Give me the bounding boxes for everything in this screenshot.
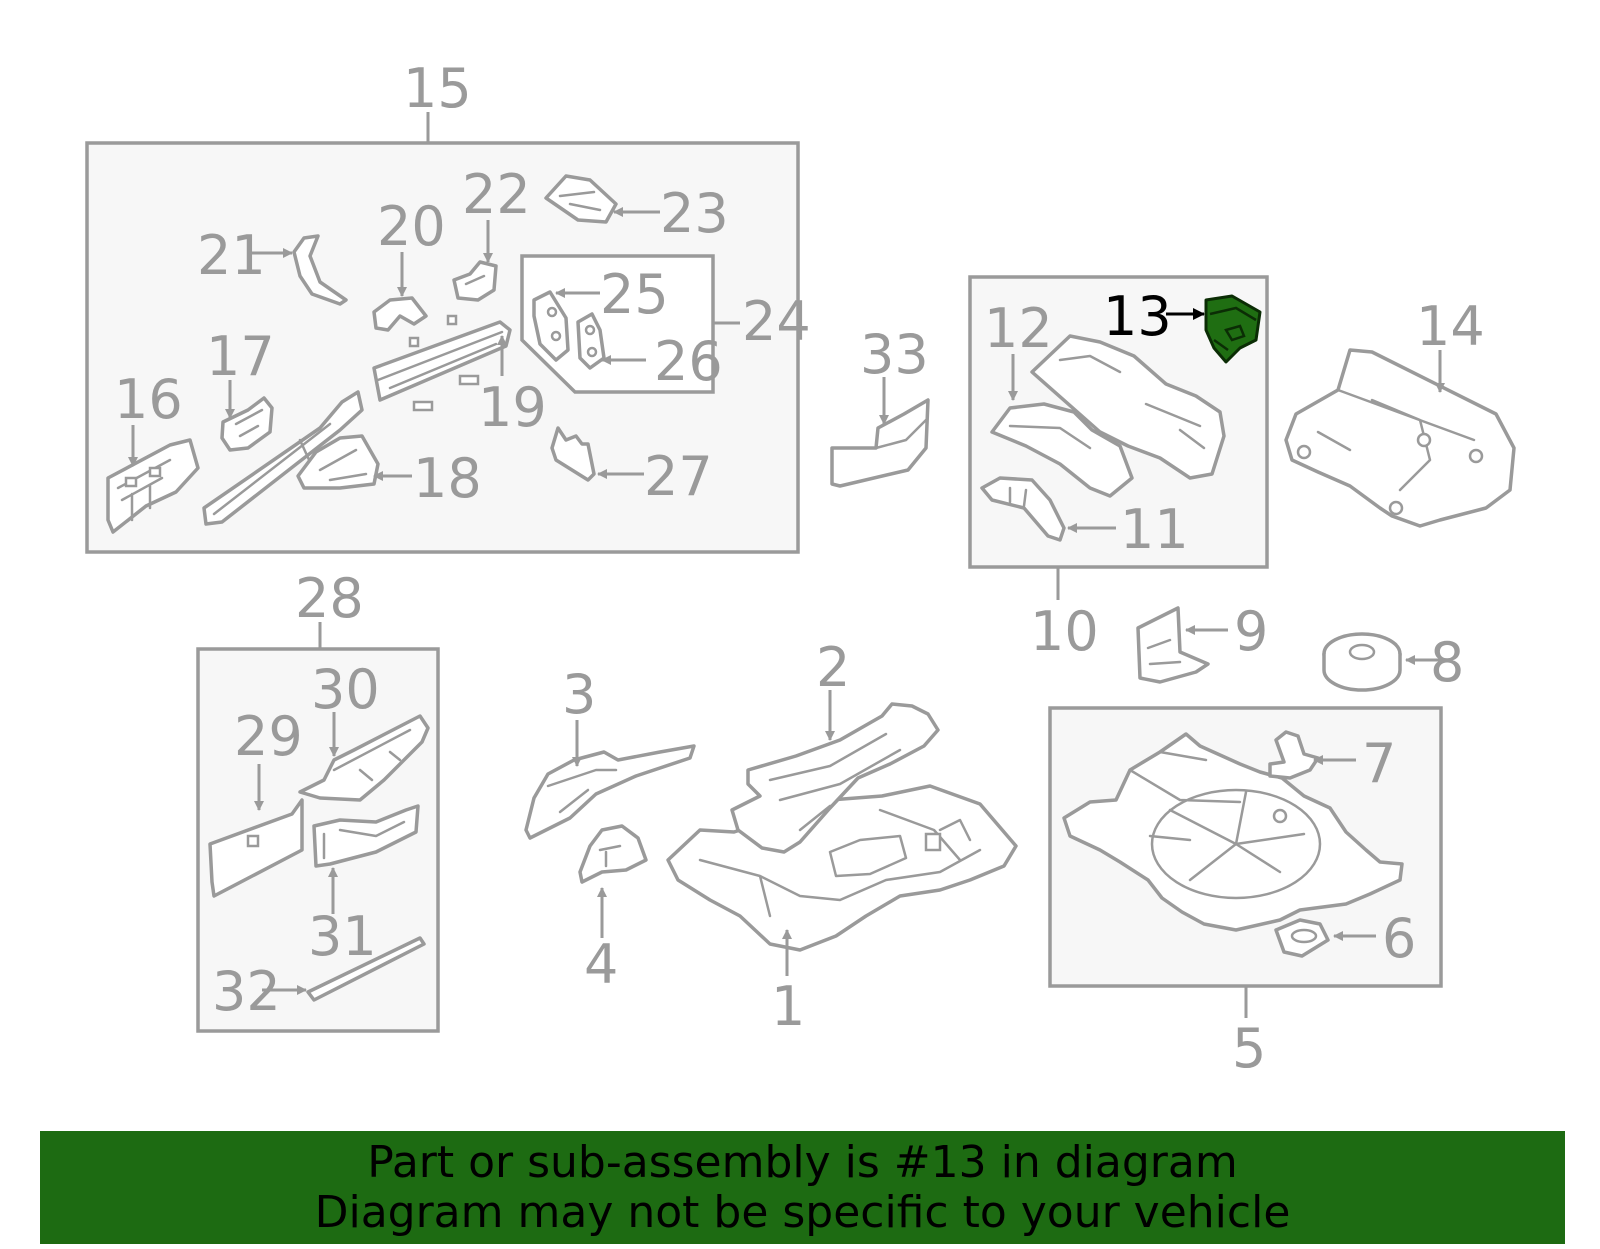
- callout-30[interactable]: 30: [311, 658, 380, 721]
- banner-line-1: Part or sub-assembly is #13 in diagram: [367, 1136, 1238, 1188]
- part-7-bracket[interactable]: [1268, 730, 1320, 780]
- part-4-bracket[interactable]: [578, 824, 648, 884]
- callout-31[interactable]: 31: [308, 905, 377, 968]
- part-12-panel[interactable]: [990, 334, 1226, 498]
- part-front-rail[interactable]: [202, 390, 364, 526]
- callout-6[interactable]: 6: [1382, 907, 1416, 970]
- callout-9[interactable]: 9: [1234, 600, 1268, 663]
- callout-8[interactable]: 8: [1430, 631, 1464, 694]
- part-33-bracket[interactable]: [830, 398, 930, 488]
- callout-24[interactable]: 24: [742, 290, 811, 353]
- callout-26[interactable]: 26: [654, 330, 723, 393]
- part-3-member[interactable]: [524, 744, 696, 840]
- part-19-rail[interactable]: [372, 314, 512, 412]
- part-1-floor-pan[interactable]: [666, 784, 1018, 952]
- part-32-rail[interactable]: [306, 936, 426, 1002]
- callout-4[interactable]: 4: [584, 933, 618, 996]
- callout-14[interactable]: 14: [1416, 295, 1485, 358]
- callout-2[interactable]: 2: [816, 636, 850, 699]
- callout-27[interactable]: 27: [644, 445, 713, 508]
- part-20-bracket[interactable]: [372, 296, 428, 332]
- part-6-cup[interactable]: [1274, 918, 1330, 958]
- part-17-mount[interactable]: [220, 396, 274, 452]
- callout-16[interactable]: 16: [114, 368, 183, 431]
- callout-10[interactable]: 10: [1030, 600, 1099, 663]
- part-2-tunnel[interactable]: [730, 702, 940, 854]
- part-18-bracket[interactable]: [296, 434, 380, 490]
- callout-12[interactable]: 12: [984, 297, 1053, 360]
- part-11-bracket[interactable]: [980, 476, 1066, 542]
- part-9-bracket[interactable]: [1136, 606, 1210, 684]
- part-16-bracket[interactable]: [106, 438, 200, 534]
- part-25-plate[interactable]: [532, 290, 570, 362]
- part-30-bracket[interactable]: [298, 714, 430, 802]
- callout-29[interactable]: 29: [234, 705, 303, 768]
- banner-line-2: Diagram may not be specific to your vehi…: [314, 1186, 1291, 1238]
- part-8-bushing[interactable]: [1322, 632, 1402, 692]
- group-box-24: [520, 254, 740, 394]
- callout-13[interactable]: 13: [1103, 285, 1172, 348]
- callout-19[interactable]: 19: [478, 376, 547, 439]
- info-banner: Part or sub-assembly is #13 in diagram D…: [40, 1131, 1565, 1244]
- part-5-rear-floor[interactable]: [1062, 732, 1404, 932]
- part-13-highlighted[interactable]: [1204, 294, 1262, 364]
- part-21-bracket[interactable]: [292, 234, 348, 306]
- callout-17[interactable]: 17: [206, 325, 275, 388]
- callout-32[interactable]: 32: [212, 960, 281, 1023]
- callout-11[interactable]: 11: [1120, 498, 1189, 561]
- callout-21[interactable]: 21: [197, 224, 266, 287]
- callout-7[interactable]: 7: [1362, 732, 1396, 795]
- part-29-plate[interactable]: [208, 798, 304, 898]
- callout-23[interactable]: 23: [660, 182, 729, 245]
- callout-15[interactable]: 15: [403, 57, 472, 120]
- callout-1[interactable]: 1: [771, 975, 805, 1038]
- callout-20[interactable]: 20: [377, 195, 446, 258]
- callout-25[interactable]: 25: [600, 263, 669, 326]
- part-23-cover[interactable]: [544, 174, 618, 224]
- part-14-crossmember[interactable]: [1284, 348, 1516, 528]
- callout-28[interactable]: 28: [295, 567, 364, 630]
- part-22-bracket[interactable]: [452, 260, 498, 302]
- callout-5[interactable]: 5: [1232, 1017, 1266, 1080]
- callout-18[interactable]: 18: [413, 447, 482, 510]
- part-27-bracket[interactable]: [550, 426, 596, 482]
- callout-33[interactable]: 33: [860, 323, 929, 386]
- part-31-bracket[interactable]: [312, 804, 420, 868]
- callout-22[interactable]: 22: [462, 163, 531, 226]
- callout-3[interactable]: 3: [562, 663, 596, 726]
